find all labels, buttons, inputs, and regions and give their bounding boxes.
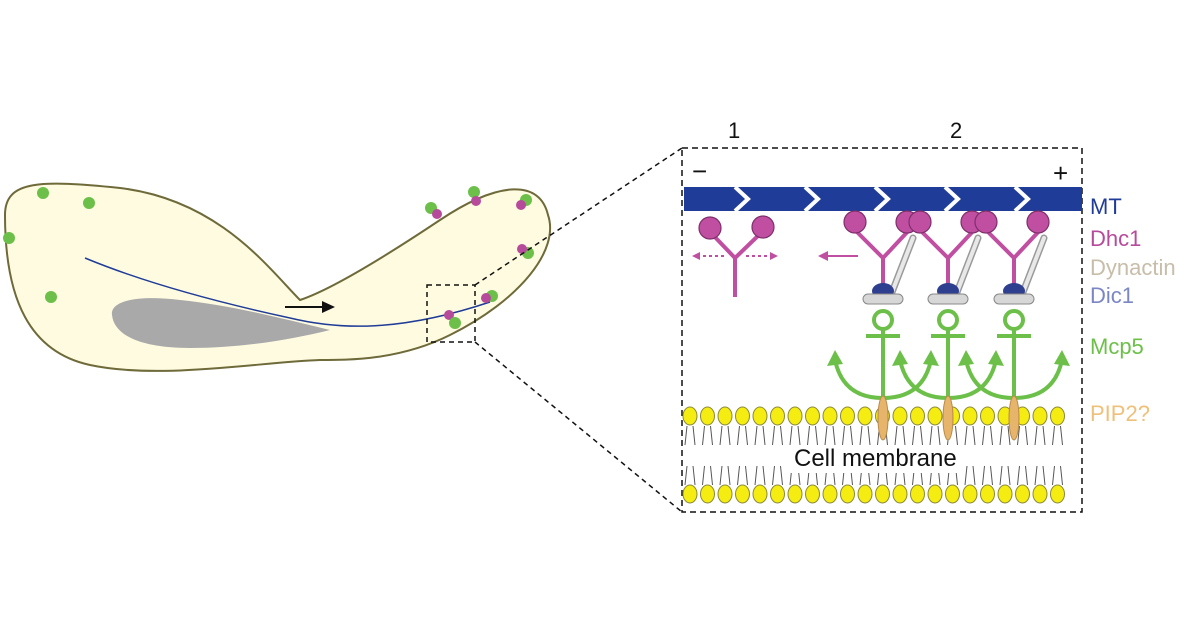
- lipid-head: [822, 406, 838, 426]
- lipid-head: [910, 484, 925, 504]
- lipid-head: [875, 484, 890, 504]
- lipid-head: [752, 484, 768, 504]
- lipid-head: [840, 406, 855, 426]
- plus-end-label: +: [1053, 158, 1069, 188]
- lipid-head: [927, 484, 943, 504]
- legend-mt: MT: [1090, 194, 1122, 219]
- minus-directed-arrow: [818, 251, 858, 261]
- lipid-head: [1015, 484, 1030, 504]
- lipid-head: [1032, 406, 1048, 426]
- lipid-head: [682, 406, 698, 426]
- lipid-head: [910, 406, 925, 426]
- legend-dhc1: Dhc1: [1090, 226, 1142, 251]
- pip2-lipid: [1008, 395, 1020, 441]
- dynein-anchor-complex: [958, 210, 1070, 401]
- lipid-head: [822, 484, 838, 504]
- region-label-2: 2: [950, 118, 963, 143]
- lipid-head: [1050, 484, 1065, 504]
- legend-dic1: Dic1: [1090, 283, 1135, 308]
- mcp5-foci: [3, 186, 534, 329]
- lipid-head: [700, 406, 715, 426]
- lipid-head: [717, 406, 733, 426]
- legend-pip2: PIP2?: [1090, 401, 1150, 426]
- lipid-head: [840, 484, 855, 504]
- dhc1-head: [843, 210, 867, 234]
- lipid-head: [805, 406, 820, 426]
- lipid-head: [945, 484, 960, 504]
- magenta-focus: [481, 293, 491, 303]
- lipid-head: [1032, 484, 1048, 504]
- lipid-head: [892, 484, 908, 504]
- lipid-head: [927, 406, 943, 426]
- green-focus: [3, 232, 15, 244]
- pip2-lipid: [942, 395, 954, 441]
- lipid-head: [857, 484, 873, 504]
- magenta-focus: [516, 200, 526, 210]
- dhc1-head: [1026, 210, 1050, 234]
- cell-outline: [3, 182, 552, 372]
- lipid-head: [735, 484, 750, 504]
- lipid-head: [787, 484, 803, 504]
- region-label-1: 1: [728, 118, 741, 143]
- lipid-head: [857, 406, 873, 426]
- lipid-head: [682, 484, 698, 504]
- dynactin-base: [993, 293, 1035, 305]
- movement-arrow: [285, 301, 335, 313]
- green-focus: [83, 197, 95, 209]
- legend-dynactin: Dynactin: [1090, 255, 1176, 280]
- lipid-head: [1050, 406, 1065, 426]
- minus-end-label: −: [692, 156, 708, 186]
- pip2-lipid: [877, 395, 889, 441]
- legend-mcp5: Mcp5: [1090, 334, 1144, 359]
- green-focus: [449, 317, 461, 329]
- lipid-head: [980, 406, 995, 426]
- lipid-head: [735, 406, 750, 426]
- magenta-focus: [471, 196, 481, 206]
- free-dynein: [692, 215, 778, 297]
- magenta-focus: [517, 244, 527, 254]
- magenta-focus: [444, 310, 454, 320]
- lipid-head: [717, 484, 733, 504]
- green-focus: [45, 291, 57, 303]
- lipid-head: [787, 406, 803, 426]
- zoom-panel: [681, 147, 1083, 513]
- dynactin-base: [927, 293, 969, 305]
- dhc1-head: [974, 210, 998, 234]
- lipid-head: [770, 406, 785, 426]
- dynactin-base: [862, 293, 904, 305]
- lipid-head: [997, 484, 1013, 504]
- microtubule-in-cell: [84, 257, 491, 327]
- pip2-lipids: [877, 395, 1020, 441]
- lipid-bilayer: [682, 406, 1065, 504]
- dhc1-head: [908, 210, 932, 234]
- lipid-head: [700, 484, 715, 504]
- green-focus: [468, 186, 480, 198]
- lipid-head: [770, 484, 785, 504]
- microtubule-filament: [684, 185, 1082, 213]
- cell-membrane-label: Cell membrane: [790, 445, 961, 473]
- yeast-cell: [3, 182, 552, 372]
- nucleus: [111, 298, 330, 348]
- lipid-head: [962, 484, 978, 504]
- magenta-focus: [432, 209, 442, 219]
- lipid-head: [892, 406, 908, 426]
- green-focus: [37, 187, 49, 199]
- lipid-head: [752, 406, 768, 426]
- anchored-dynein-complexes: [827, 210, 1070, 401]
- lipid-head: [805, 484, 820, 504]
- zoom-region-box: [426, 284, 476, 343]
- lipid-head: [962, 406, 978, 426]
- dynein-anchor-complex: [827, 210, 939, 401]
- lipid-head: [980, 484, 995, 504]
